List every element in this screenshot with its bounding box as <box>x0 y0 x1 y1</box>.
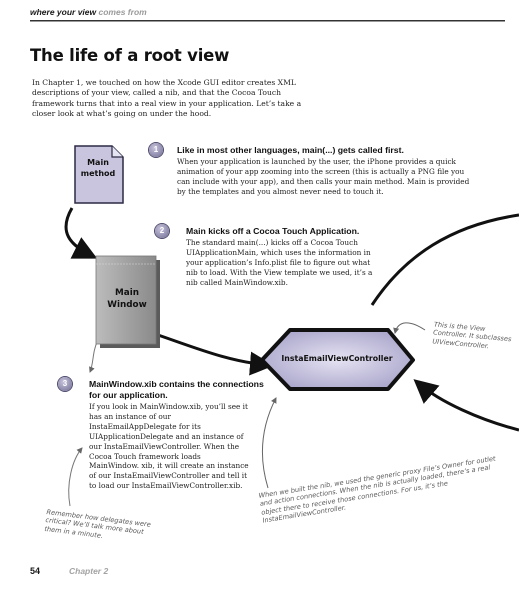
page-title: The life of a root view <box>30 46 230 65</box>
arrow-window-to-vc <box>157 333 274 376</box>
main-window-label-line2: Window <box>107 300 147 310</box>
step-1-heading: Like in most other languages, main(...) … <box>177 145 404 155</box>
view-controller-label: InstaEmailViewController <box>281 354 393 363</box>
main-method-document-icon <box>74 145 124 204</box>
main-method-label-line2: method <box>80 169 116 178</box>
arrow-delegate-note <box>68 447 83 507</box>
main-window-label: Main Window <box>102 287 152 311</box>
chapter-label: Chapter 2 <box>69 566 109 576</box>
header-rule <box>30 20 505 22</box>
step-1-body: When your application is launched by the… <box>177 157 470 196</box>
main-window-label-line1: Main <box>115 288 139 298</box>
page-number: 54 <box>30 566 41 576</box>
running-header-suffix: comes from <box>98 7 147 17</box>
step-2-body: The standard main(...) kicks off a Cocoa… <box>186 238 373 287</box>
main-method-label: Main method <box>74 157 122 179</box>
intro-paragraph: In Chapter 1, we touched on how the Xcod… <box>32 78 302 118</box>
main-method-label-line1: Main <box>87 158 109 167</box>
view-controller-hexagon <box>260 328 415 391</box>
arrow-vcnote <box>393 322 426 334</box>
step-1-badge: 1 <box>149 143 163 157</box>
step-2-badge: 2 <box>155 224 169 238</box>
running-header: where your view comes from <box>30 7 505 19</box>
step-3-heading: MainWindow.xib contains the connections … <box>89 379 264 400</box>
curve-top-right <box>370 213 519 306</box>
arrow-ownernote <box>261 397 277 489</box>
arrow-main-to-window <box>64 207 98 259</box>
arrow-right-to-vc <box>413 379 519 432</box>
main-window-icon <box>95 255 160 348</box>
step-3-badge: 3 <box>58 377 72 391</box>
running-header-prefix: where your view <box>30 7 97 17</box>
step-2-heading: Main kicks off a Cocoa Touch Application… <box>186 226 360 236</box>
step-3-body: If you look in MainWindow.xib, you’ll se… <box>89 402 249 491</box>
